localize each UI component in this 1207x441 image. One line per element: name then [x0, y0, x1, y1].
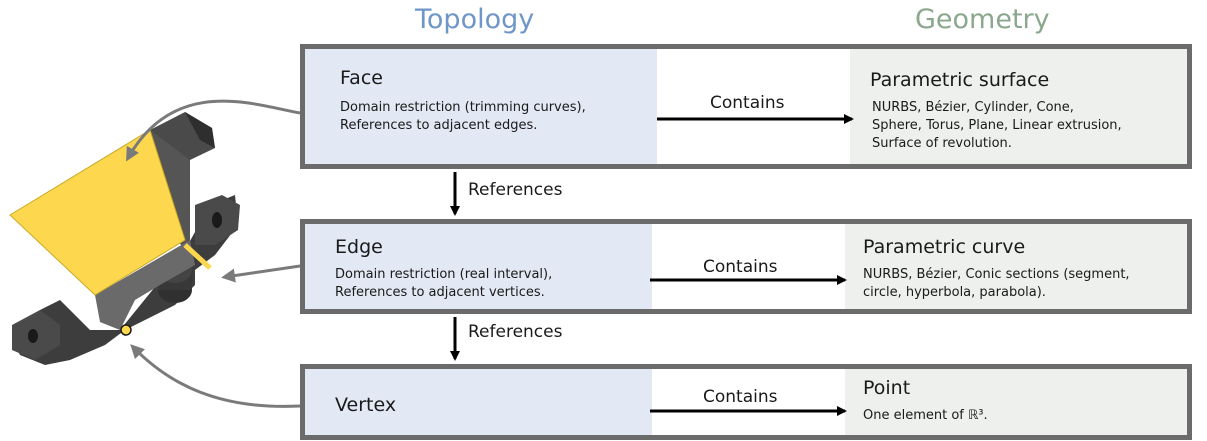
edge-row: Edge Domain restriction (real interval),…	[300, 219, 1192, 314]
edge-geometry-cell: Parametric curve NURBS, Bézier, Conic se…	[845, 224, 1187, 309]
point-title: Point	[863, 377, 911, 399]
face-desc-line-1: Domain restriction (trimming curves),	[340, 100, 586, 115]
references-label-1: References	[468, 180, 563, 200]
topology-header: Topology	[415, 4, 535, 35]
vertex-topology-cell: Vertex	[305, 369, 652, 435]
edge-connector-arrow	[221, 264, 301, 283]
face-desc-line-2: References to adjacent edges.	[340, 118, 538, 133]
surface-desc-line-1: NURBS, Bézier, Cylinder, Cone,	[872, 100, 1074, 115]
curve-desc-line-2: circle, hyperbola, parabola).	[863, 285, 1046, 300]
edge-desc-line-2: References to adjacent vertices.	[335, 285, 545, 300]
edge-title: Edge	[335, 236, 383, 258]
edge-topology-cell: Edge Domain restriction (real interval),…	[305, 224, 652, 309]
surface-desc-line-3: Surface of revolution.	[872, 136, 1012, 151]
curve-desc-line-1: NURBS, Bézier, Conic sections (segment,	[863, 267, 1130, 282]
surface-desc-line-2: Sphere, Torus, Plane, Linear extrusion,	[872, 118, 1122, 133]
vertex-geometry-cell: Point One element of ℝ³.	[845, 369, 1187, 435]
face-topology-cell: Face Domain restriction (trimming curves…	[305, 49, 657, 164]
point-desc: One element of ℝ³.	[863, 408, 988, 423]
mechanical-part-illustration	[9, 112, 240, 365]
edge-desc-line-1: Domain restriction (real interval),	[335, 267, 553, 282]
parametric-surface-title: Parametric surface	[870, 69, 1050, 91]
vertex-row: Vertex Contains Point One element of ℝ³.	[300, 364, 1192, 440]
vertex-connector-arrow	[130, 344, 301, 408]
face-title: Face	[340, 67, 383, 89]
references-label-2: References	[468, 322, 563, 342]
parametric-curve-title: Parametric curve	[863, 236, 1026, 258]
edge-contains-label: Contains	[703, 257, 778, 277]
face-contains-label: Contains	[710, 93, 785, 113]
face-geometry-cell: Parametric surface NURBS, Bézier, Cylind…	[850, 49, 1187, 164]
vertex-contains-label: Contains	[703, 387, 778, 407]
vertex-title: Vertex	[335, 394, 397, 416]
face-connector-arrow	[126, 99, 301, 162]
face-row: Face Domain restriction (trimming curves…	[300, 44, 1192, 169]
geometry-header: Geometry	[915, 4, 1050, 35]
